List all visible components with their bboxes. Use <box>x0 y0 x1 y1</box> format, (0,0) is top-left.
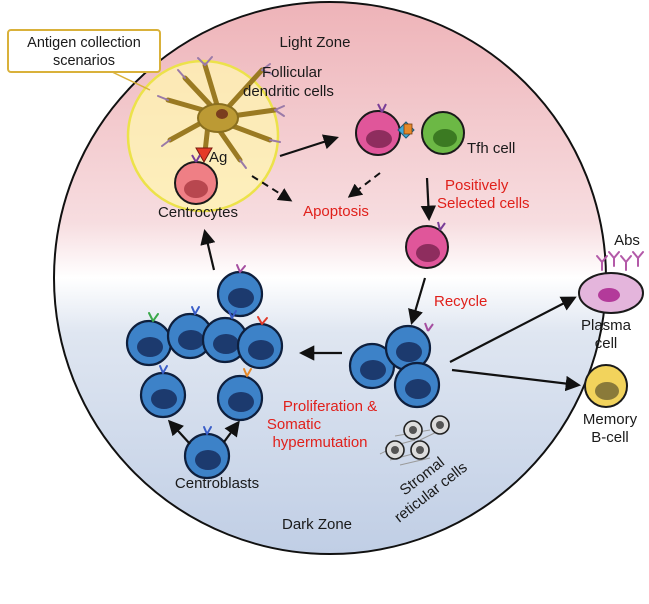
plasma-label-line2: cell <box>595 335 618 352</box>
antigen-box-line1: Antigen collection <box>27 35 141 51</box>
positively-label-line2: Selected cells <box>437 195 530 212</box>
proliferating-b-cell-cluster <box>125 264 284 480</box>
tfh-cell <box>421 111 465 155</box>
arrow-to-tfh-interaction <box>279 134 339 158</box>
arrow-centroblast-right <box>223 420 240 443</box>
antibodies-icon <box>596 251 644 271</box>
apoptosis-label: Apoptosis <box>303 203 369 220</box>
fdc-label-line2: dendritic cells <box>243 83 334 100</box>
arrow-selection-apoptosis <box>347 172 381 198</box>
callout-line <box>107 69 151 91</box>
stromal-reticular-cells <box>379 415 450 466</box>
selected-b-cell-with-tfh <box>355 103 415 156</box>
antigen-box-line2: scenarios <box>53 53 115 69</box>
plasma-cell <box>578 272 644 314</box>
arrow-to-plasma-cell <box>449 296 577 363</box>
arrow-to-positively-selected <box>420 177 437 222</box>
recycle-label: Recycle <box>434 293 487 310</box>
plasma-label-line1: Plasma <box>581 317 632 334</box>
memory-b-cell <box>584 364 628 408</box>
light-zone-label: Light Zone <box>280 34 351 51</box>
tfh-label: Tfh cell <box>467 140 515 157</box>
antigen-collection-box <box>7 29 161 73</box>
positively-label-line1: Positively <box>445 177 509 194</box>
memory-label-line2: B-cell <box>591 429 629 446</box>
arrow-centroblast-left <box>167 419 191 445</box>
follicular-dendritic-cell <box>157 56 285 169</box>
memory-label-line1: Memory <box>583 411 638 428</box>
arrow-centrocyte-apoptosis <box>251 175 293 202</box>
centrocyte-cell <box>174 154 218 205</box>
prolif-label-line2: Somatic <box>267 416 322 433</box>
dark-zone-label: Dark Zone <box>282 516 352 533</box>
ag-label: Ag <box>209 149 227 166</box>
abs-label: Abs <box>614 232 640 249</box>
arrow-recycle <box>408 277 427 325</box>
prolif-label-line1: Proliferation & <box>283 398 377 415</box>
prolif-label-line3: hypermutation <box>272 434 367 451</box>
centrocytes-label: Centrocytes <box>158 204 238 221</box>
arrow-to-centrocytes <box>200 229 216 271</box>
positively-selected-cell <box>405 221 449 269</box>
arrow-to-memory-cell <box>451 368 582 392</box>
recycled-b-cell-cluster <box>348 322 441 409</box>
centroblasts-label: Centroblasts <box>175 475 259 492</box>
fdc-label-line1: Follicular <box>262 64 322 81</box>
